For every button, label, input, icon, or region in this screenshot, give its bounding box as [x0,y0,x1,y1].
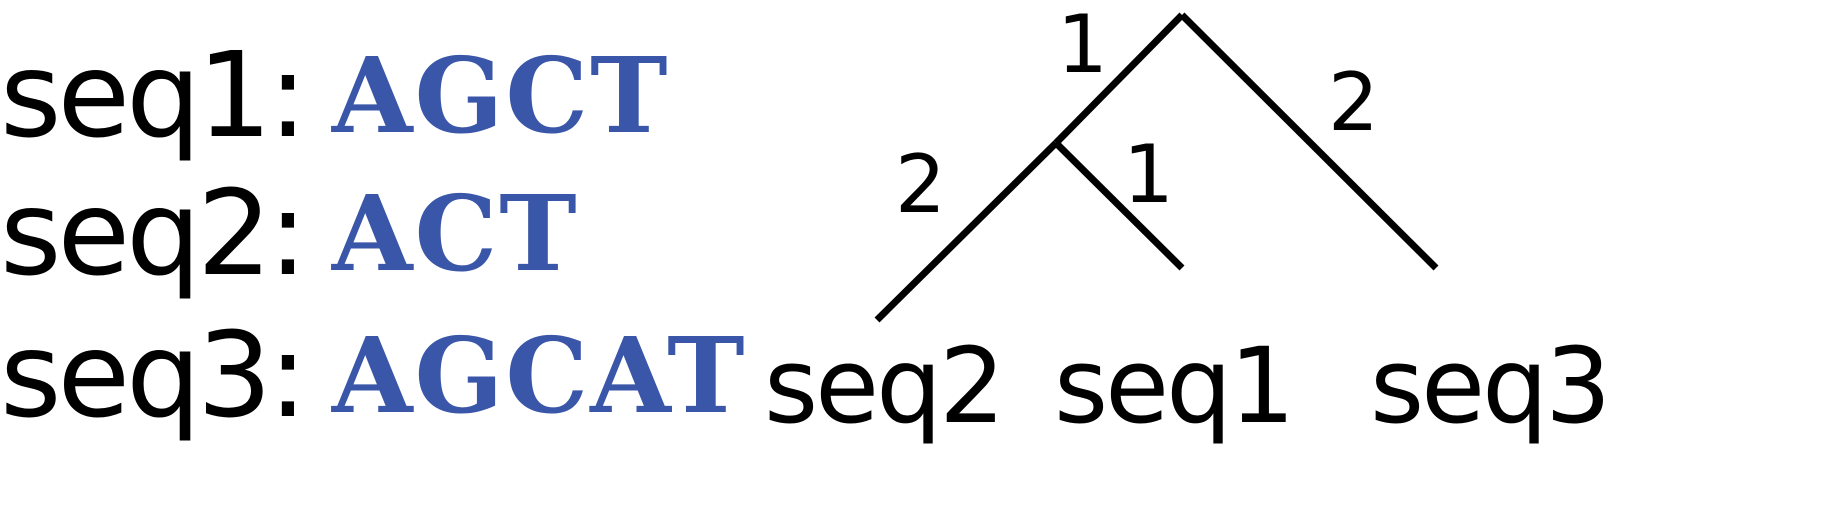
sequence-row-seq2: seq2: ACT [0,158,579,308]
branch-length-internal-to-seq1: 1 [1123,128,1174,221]
sequence-row-seq1: seq1: AGCT [0,20,669,170]
sequence-value: ACT [331,171,579,295]
branch-root-to-internal [1053,12,1185,146]
branch-internal-to-seq2 [874,140,1059,323]
leaf-label-seq2: seq2 [764,325,1002,447]
branch-internal-to-seq1 [1053,140,1185,271]
branch-length-root-to-seq3: 2 [1328,56,1379,149]
sequence-label: seq3: [0,306,308,444]
sequence-label: seq1: [0,26,308,164]
sequence-value: AGCAT [331,313,747,437]
sequence-label: seq2: [0,164,308,302]
branch-length-root-to-internal: 1 [1057,0,1108,91]
branch-root-to-seq3 [1179,12,1439,271]
leaf-label-seq1: seq1 [1054,325,1292,447]
sequence-row-seq3: seq3: AGCAT [0,300,747,450]
sequence-list: seq1: AGCT seq2: ACT seq3: AGCAT [0,0,745,517]
leaf-label-seq3: seq3 [1370,325,1608,447]
phylogenetic-tree: 1 2 2 1 seq2 seq1 seq3 [764,0,1611,447]
sequence-value: AGCT [331,33,670,157]
branch-length-internal-to-seq2: 2 [895,138,946,231]
